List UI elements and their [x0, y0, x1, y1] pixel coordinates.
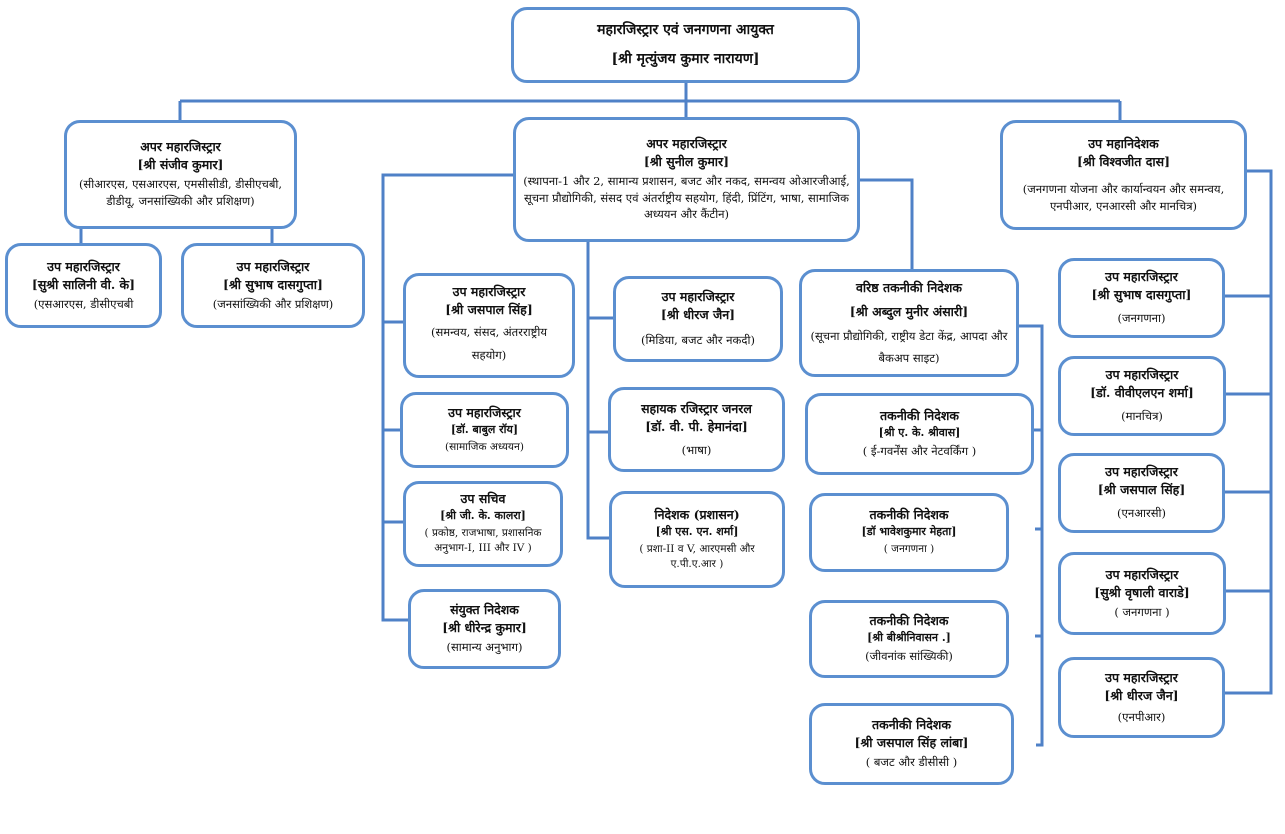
node-dept: ( जनगणना ) [883, 543, 935, 556]
node-name: [सुश्री सालिनी वी. के] [31, 276, 136, 292]
node-name: [श्री सुनील कुमार] [643, 153, 730, 169]
node-dept: ( प्रशा-II व V, आरएमसी और ए.पी.ए.आर ) [639, 542, 755, 570]
node-dept: ( जनगणना ) [1114, 604, 1170, 619]
node-middle-col3[interactable]: तकनीकी निदेशक [श्री ए. के. श्रीवास] ( ई-… [805, 393, 1034, 475]
node-name: [श्री जसपाल सिंह] [1097, 482, 1186, 498]
node-addl-registrar-left[interactable]: अपर महारजिस्ट्रार [श्री संजीव कुमार] (सी… [64, 120, 297, 229]
node-title: उप महारजिस्ट्रार [448, 404, 521, 420]
connector [1018, 324, 1044, 747]
node-dept: (भाषा) [681, 442, 712, 457]
node-title: सहायक रजिस्ट्रार जनरल [641, 400, 752, 416]
node-name: [श्री सुभाष दासगुप्ता] [223, 276, 323, 292]
node-middle-col3[interactable]: तकनीकी निदेशक [श्री जसपाल सिंह लांबा] ( … [809, 703, 1014, 785]
node-left-child[interactable]: उप महारजिस्ट्रार [सुश्री सालिनी वी. के] … [5, 243, 162, 328]
node-title: वरिष्ठ तकनीकी निदेशक [855, 280, 963, 296]
node-title: उप महारजिस्ट्रार [1105, 269, 1178, 285]
node-name: [श्री धीरेन्द्र कुमार] [442, 620, 527, 636]
node-middle-col3[interactable]: तकनीकी निदेशक [डॉ भावेशकुमार मेहता] ( जन… [809, 493, 1009, 572]
node-name: [सुश्री वृषाली वाराडे] [1094, 584, 1190, 600]
node-name: [श्री जसपाल सिंह लांबा] [854, 735, 969, 751]
node-name: [श्री जी. के. कालरा] [440, 509, 526, 523]
node-addl-registrar-middle[interactable]: अपर महारजिस्ट्रार [श्री सुनील कुमार] (स्… [513, 117, 860, 242]
node-title: उप महारजिस्ट्रार [47, 258, 120, 274]
node-right-child[interactable]: उप महारजिस्ट्रार [श्री सुभाष दासगुप्ता] … [1058, 258, 1225, 338]
node-name: [डॉ. बाबुल रॉय] [450, 422, 519, 436]
node-name: [श्री अब्दुल मुनीर अंसारी] [849, 304, 969, 320]
node-dept: (सामान्य अनुभाग) [446, 640, 523, 655]
node-middle-col3[interactable]: तकनीकी निदेशक [श्री बीश्रीनिवासन .] (जीव… [809, 600, 1009, 678]
node-name: [श्री ए. के. श्रीवास] [878, 426, 961, 440]
node-dept: (एसआरएस, डीसीएचबी [33, 296, 134, 311]
root-node[interactable]: महारजिस्ट्रार एवं जनगणना आयुक्त [श्री मृ… [511, 7, 860, 83]
node-name: [श्री विश्वजीत दास] [1076, 153, 1171, 169]
node-middle-col2[interactable]: निदेशक (प्रशासन) [श्री एस. एन. शर्मा] ( … [609, 491, 785, 588]
node-title: उप महारजिस्ट्रार [1105, 367, 1179, 383]
node-middle-col1[interactable]: उप सचिव [श्री जी. के. कालरा] ( प्रकोष्ठ,… [403, 481, 563, 567]
node-dept: ( ई-गवर्नेंस और नेटवर्किंग ) [862, 444, 977, 459]
node-dept: (मिडिया, बजट और नकदी) [641, 333, 755, 348]
node-middle-col2[interactable]: सहायक रजिस्ट्रार जनरल [डॉ. वी. पी. हेमान… [608, 387, 785, 472]
node-dept: (समन्वय, संसद, अंतरराष्ट्रीय सहयोग) [430, 325, 547, 362]
node-right-child[interactable]: उप महारजिस्ट्रार [डॉ. वीवीएलएन शर्मा] (म… [1058, 356, 1226, 436]
node-title: उप महारजिस्ट्रार [1105, 464, 1178, 480]
node-title: उप महारजिस्ट्रार [1105, 669, 1178, 685]
node-name: [श्री सुभाष दासगुप्ता] [1091, 287, 1192, 303]
node-middle-col2[interactable]: उप महारजिस्ट्रार [श्री धीरज जैन] (मिडिया… [613, 276, 783, 362]
node-middle-col1[interactable]: संयुक्त निदेशक [श्री धीरेन्द्र कुमार] (स… [408, 589, 561, 669]
node-dept: ( बजट और डीसीसी ) [865, 755, 958, 770]
node-title: उप महारजिस्ट्रार [452, 284, 526, 299]
node-title: तकनीकी निदेशक [871, 717, 951, 733]
node-left-child[interactable]: उप महारजिस्ट्रार [श्री सुभाष दासगुप्ता] … [181, 243, 365, 328]
node-dept: (मानचित्र) [1121, 409, 1163, 424]
node-title: उप महानिदेशक [1088, 135, 1159, 151]
node-dept: (एनआरसी) [1117, 506, 1166, 521]
node-right-child[interactable]: उप महारजिस्ट्रार [सुश्री वृषाली वाराडे] … [1058, 552, 1226, 635]
node-title: उप महारजिस्ट्रार [236, 258, 310, 274]
node-dept: (जनगणना योजना और कार्यान्वयन और समन्वय, … [1022, 181, 1225, 213]
connector [586, 241, 609, 540]
node-middle-col1[interactable]: उप महारजिस्ट्रार [डॉ. बाबुल रॉय] (सामाजि… [400, 392, 569, 468]
connector [860, 178, 914, 270]
node-deputy-dg-right[interactable]: उप महानिदेशक [श्री विश्वजीत दास] (जनगणना… [1000, 120, 1247, 230]
node-right-child[interactable]: उप महारजिस्ट्रार [श्री धीरज जैन] (एनपीआर… [1058, 657, 1225, 738]
node-title: अपर महारजिस्ट्रार [646, 135, 727, 151]
node-name: [श्री धीरज जैन] [1104, 687, 1179, 703]
node-right-child[interactable]: उप महारजिस्ट्रार [श्री जसपाल सिंह] (एनआर… [1058, 453, 1225, 533]
node-dept: (जीवनांक सांख्यिकी) [865, 649, 953, 664]
node-dept: (स्थापना-1 और 2, सामान्य प्रशासन, बजट और… [523, 173, 850, 222]
node-title: तकनीकी निदेशक [869, 613, 949, 629]
node-name: [श्री धीरज जैन] [660, 307, 736, 323]
connector [1225, 169, 1273, 695]
node-middle-col1[interactable]: उप महारजिस्ट्रार [श्री जसपाल सिंह] (समन्… [403, 273, 575, 378]
node-title: अपर महारजिस्ट्रार [140, 139, 221, 155]
node-dept: (जनगणना) [1117, 311, 1166, 326]
node-dept: (सीआरएस, एसआरएस, एमसीसीडी, डीसीएचबी, डीड… [78, 177, 283, 208]
node-dept: (जनसांख्यिकी और प्रशिक्षण) [212, 296, 334, 311]
node-title: संयुक्त निदेशक [450, 602, 519, 618]
node-dept: ( प्रकोष्ठ, राजभाषा, प्रशासनिक अनुभाग-I,… [424, 527, 542, 555]
node-middle-col3[interactable]: वरिष्ठ तकनीकी निदेशक [श्री अब्दुल मुनीर … [799, 269, 1019, 377]
node-name: [डॉ. वी. पी. हेमानंदा] [645, 418, 748, 434]
node-title: तकनीकी निदेशक [879, 408, 959, 424]
node-title: उप महारजिस्ट्रार [661, 289, 735, 305]
node-title: तकनीकी निदेशक [869, 507, 949, 523]
node-title: निदेशक (प्रशासन) [654, 506, 740, 522]
node-name: [श्री जसपाल सिंह] [445, 301, 533, 317]
node-dept: (सूचना प्रौद्योगिकी, राष्ट्रीय डेटा केंद… [810, 328, 1008, 365]
node-name: [श्री संजीव कुमार] [137, 157, 224, 173]
node-name: [श्री एस. एन. शर्मा] [655, 524, 739, 538]
node-name: [श्री बीश्रीनिवासन .] [867, 631, 951, 645]
node-name: [डॉ. वीवीएलएन शर्मा] [1090, 385, 1194, 401]
node-name: [डॉ भावेशकुमार मेहता] [861, 525, 957, 539]
node-name: [श्री मृत्युंजय कुमार नारायण] [611, 51, 760, 67]
node-title: उप सचिव [460, 491, 506, 507]
node-dept: (एनपीआर) [1117, 709, 1166, 724]
node-title: महारजिस्ट्रार एवं जनगणना आयुक्त [597, 21, 774, 38]
node-dept: (सामाजिक अध्ययन) [445, 440, 524, 453]
node-title: उप महारजिस्ट्रार [1105, 566, 1179, 582]
